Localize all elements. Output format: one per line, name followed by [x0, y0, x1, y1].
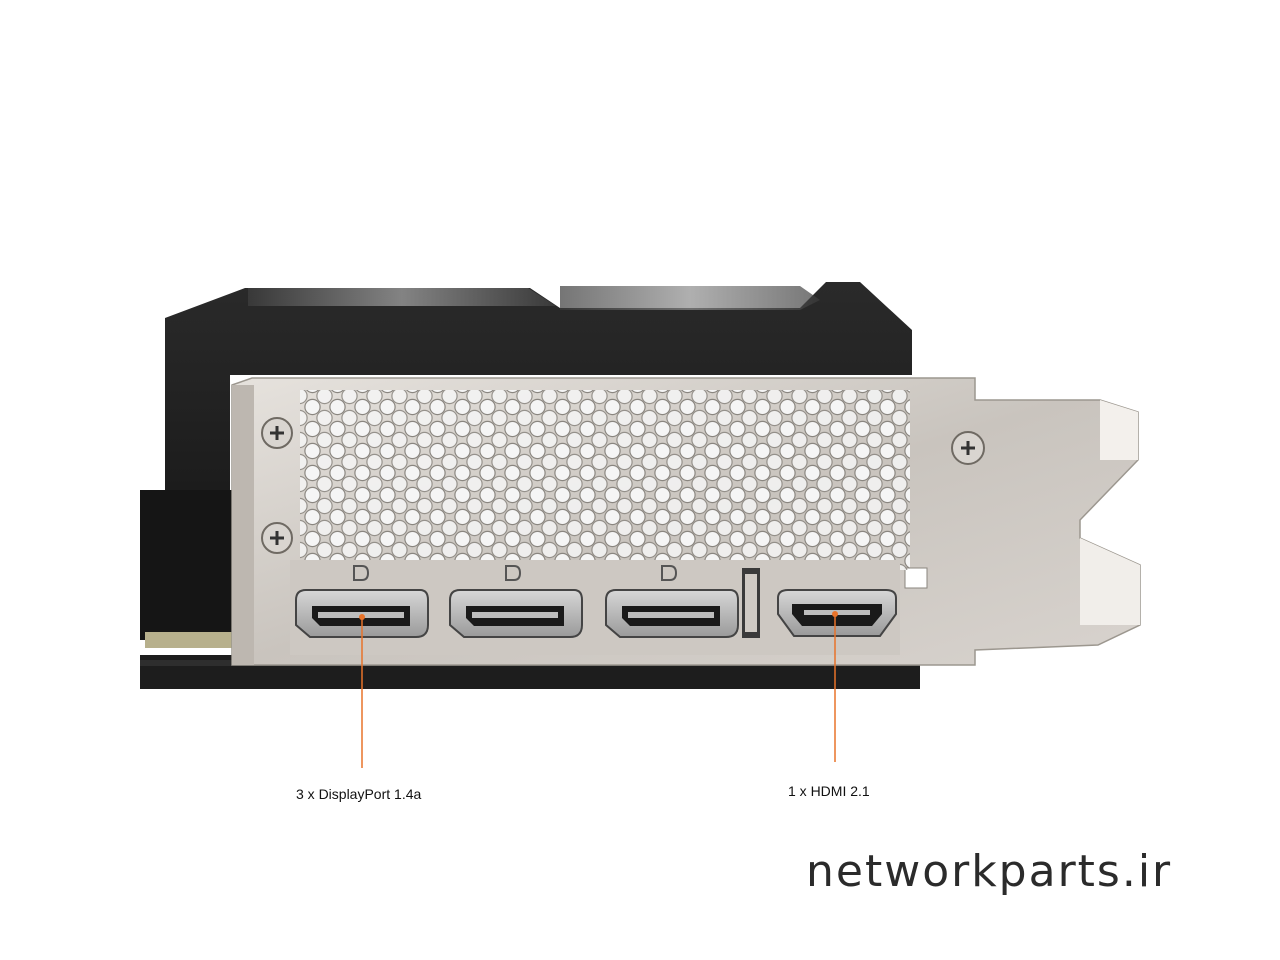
watermark-text: networkparts.ir: [806, 846, 1173, 897]
screw-icon: [261, 522, 293, 554]
callout-line-displayport: [359, 614, 365, 768]
callout-line-hdmi: [832, 611, 838, 762]
callout-label-hdmi: 1 x HDMI 2.1: [788, 783, 870, 799]
displayport-port-icon: [449, 589, 583, 638]
screw-icon: [951, 431, 985, 465]
dp-marker-icon: [353, 565, 678, 581]
screw-icon: [261, 417, 293, 449]
displayport-port-icon: [605, 589, 739, 638]
callout-label-displayport: 3 x DisplayPort 1.4a: [296, 786, 422, 802]
hdmi-logo-icon: [742, 568, 760, 638]
